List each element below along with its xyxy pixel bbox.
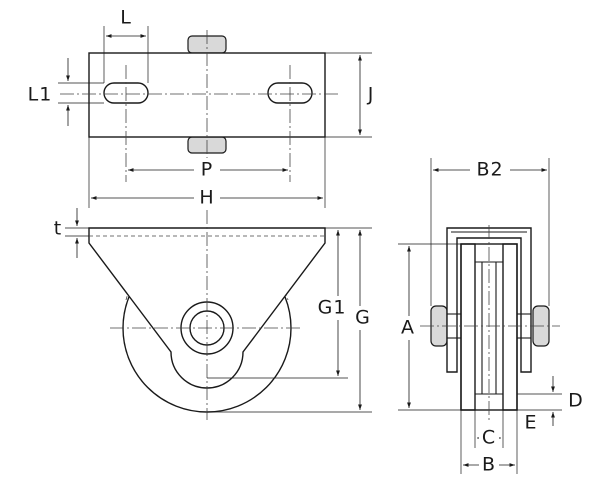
label-H: H: [199, 187, 214, 209]
label-D: D: [568, 390, 584, 412]
dim-G1: G1: [207, 227, 372, 379]
dim-B2: B2: [430, 158, 550, 306]
label-L1: L1: [28, 84, 53, 106]
dim-B: B: [460, 410, 518, 477]
label-E: E: [524, 412, 537, 434]
label-B: B: [482, 454, 496, 476]
dim-E: E: [524, 412, 537, 434]
dim-t: t: [54, 208, 89, 258]
label-J: J: [367, 84, 375, 106]
label-t: t: [54, 218, 62, 240]
label-G: G: [355, 307, 371, 329]
wheel-flange-left: [460, 243, 476, 411]
side-view: [420, 225, 560, 420]
dim-H: H: [88, 137, 326, 210]
side-bracket: [446, 227, 532, 373]
label-P: P: [201, 159, 213, 181]
top-view: [60, 30, 340, 182]
dim-G: G: [207, 230, 374, 413]
dim-L: L: [103, 7, 149, 83]
dim-A: A: [398, 243, 461, 411]
wheel-flange-right: [502, 243, 518, 411]
dim-L1: L1: [28, 58, 104, 126]
label-A: A: [401, 317, 415, 339]
front-view: [88, 210, 326, 420]
label-L: L: [120, 7, 132, 29]
label-B2: B2: [476, 159, 503, 181]
dim-P: P: [128, 158, 288, 182]
label-C: C: [482, 427, 496, 449]
dim-C: C: [474, 410, 504, 450]
dim-J: J: [325, 52, 375, 138]
dim-D: D: [517, 376, 584, 426]
label-G1: G1: [318, 297, 347, 319]
